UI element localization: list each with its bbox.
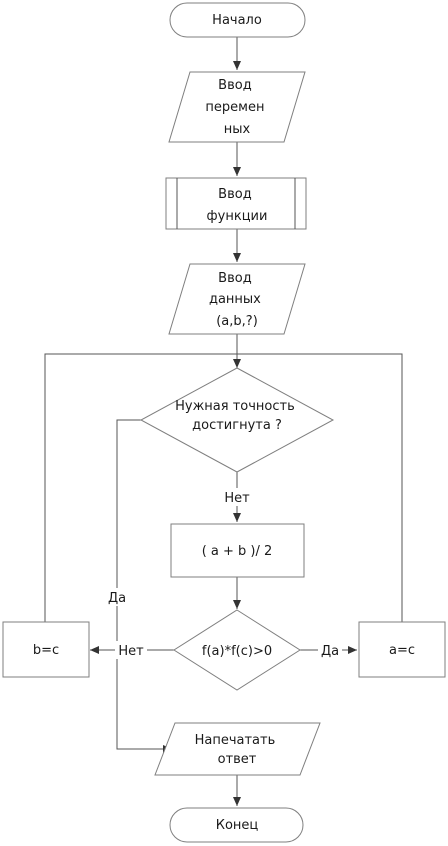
print-output-shape (154, 722, 321, 776)
start-terminator (169, 2, 306, 38)
assign-a-label: a=c (389, 643, 415, 658)
decision-precision-shape (139, 367, 335, 473)
input-data-shape (168, 263, 306, 335)
label-yes-right: Да (321, 644, 339, 659)
start-label: Начало (212, 13, 262, 28)
print-output-label: Напечатать ответ (195, 733, 280, 767)
assign-b-process (2, 621, 90, 678)
midpoint-label: ( a + b )/ 2 (202, 544, 273, 559)
label-yes-left-bg (105, 588, 129, 606)
input-vars-shape (168, 71, 306, 143)
label-yes-right-bg (318, 641, 342, 659)
decision-precision-label: Нужная точность достигнута ? (175, 399, 299, 433)
assign-b-label: b=c (33, 643, 59, 658)
edge-loop-return-from-a (237, 353, 403, 622)
end-terminator (169, 807, 304, 843)
midpoint-process (170, 523, 305, 578)
decision-sign-shape (173, 609, 301, 691)
label-yes-left: Да (108, 591, 126, 606)
decision-sign-label: f(a)*f(c)>0 (202, 644, 272, 659)
label-no-top: Нет (224, 491, 250, 506)
label-no-left: Нет (118, 644, 144, 659)
edge-decision-yes-to-print (116, 419, 172, 753)
label-no-left-bg (115, 641, 147, 659)
label-no-top-bg (220, 488, 254, 506)
input-vars-label: Ввод перемен ных (205, 78, 268, 137)
input-func-label: Ввод функции (207, 187, 268, 224)
input-data-label: Ввод данных (a,b,?) (209, 271, 265, 329)
input-func-shape (165, 177, 307, 230)
end-label: Конец (216, 818, 259, 833)
edge-loop-return-from-b (44, 353, 237, 622)
assign-a-process (358, 621, 446, 678)
